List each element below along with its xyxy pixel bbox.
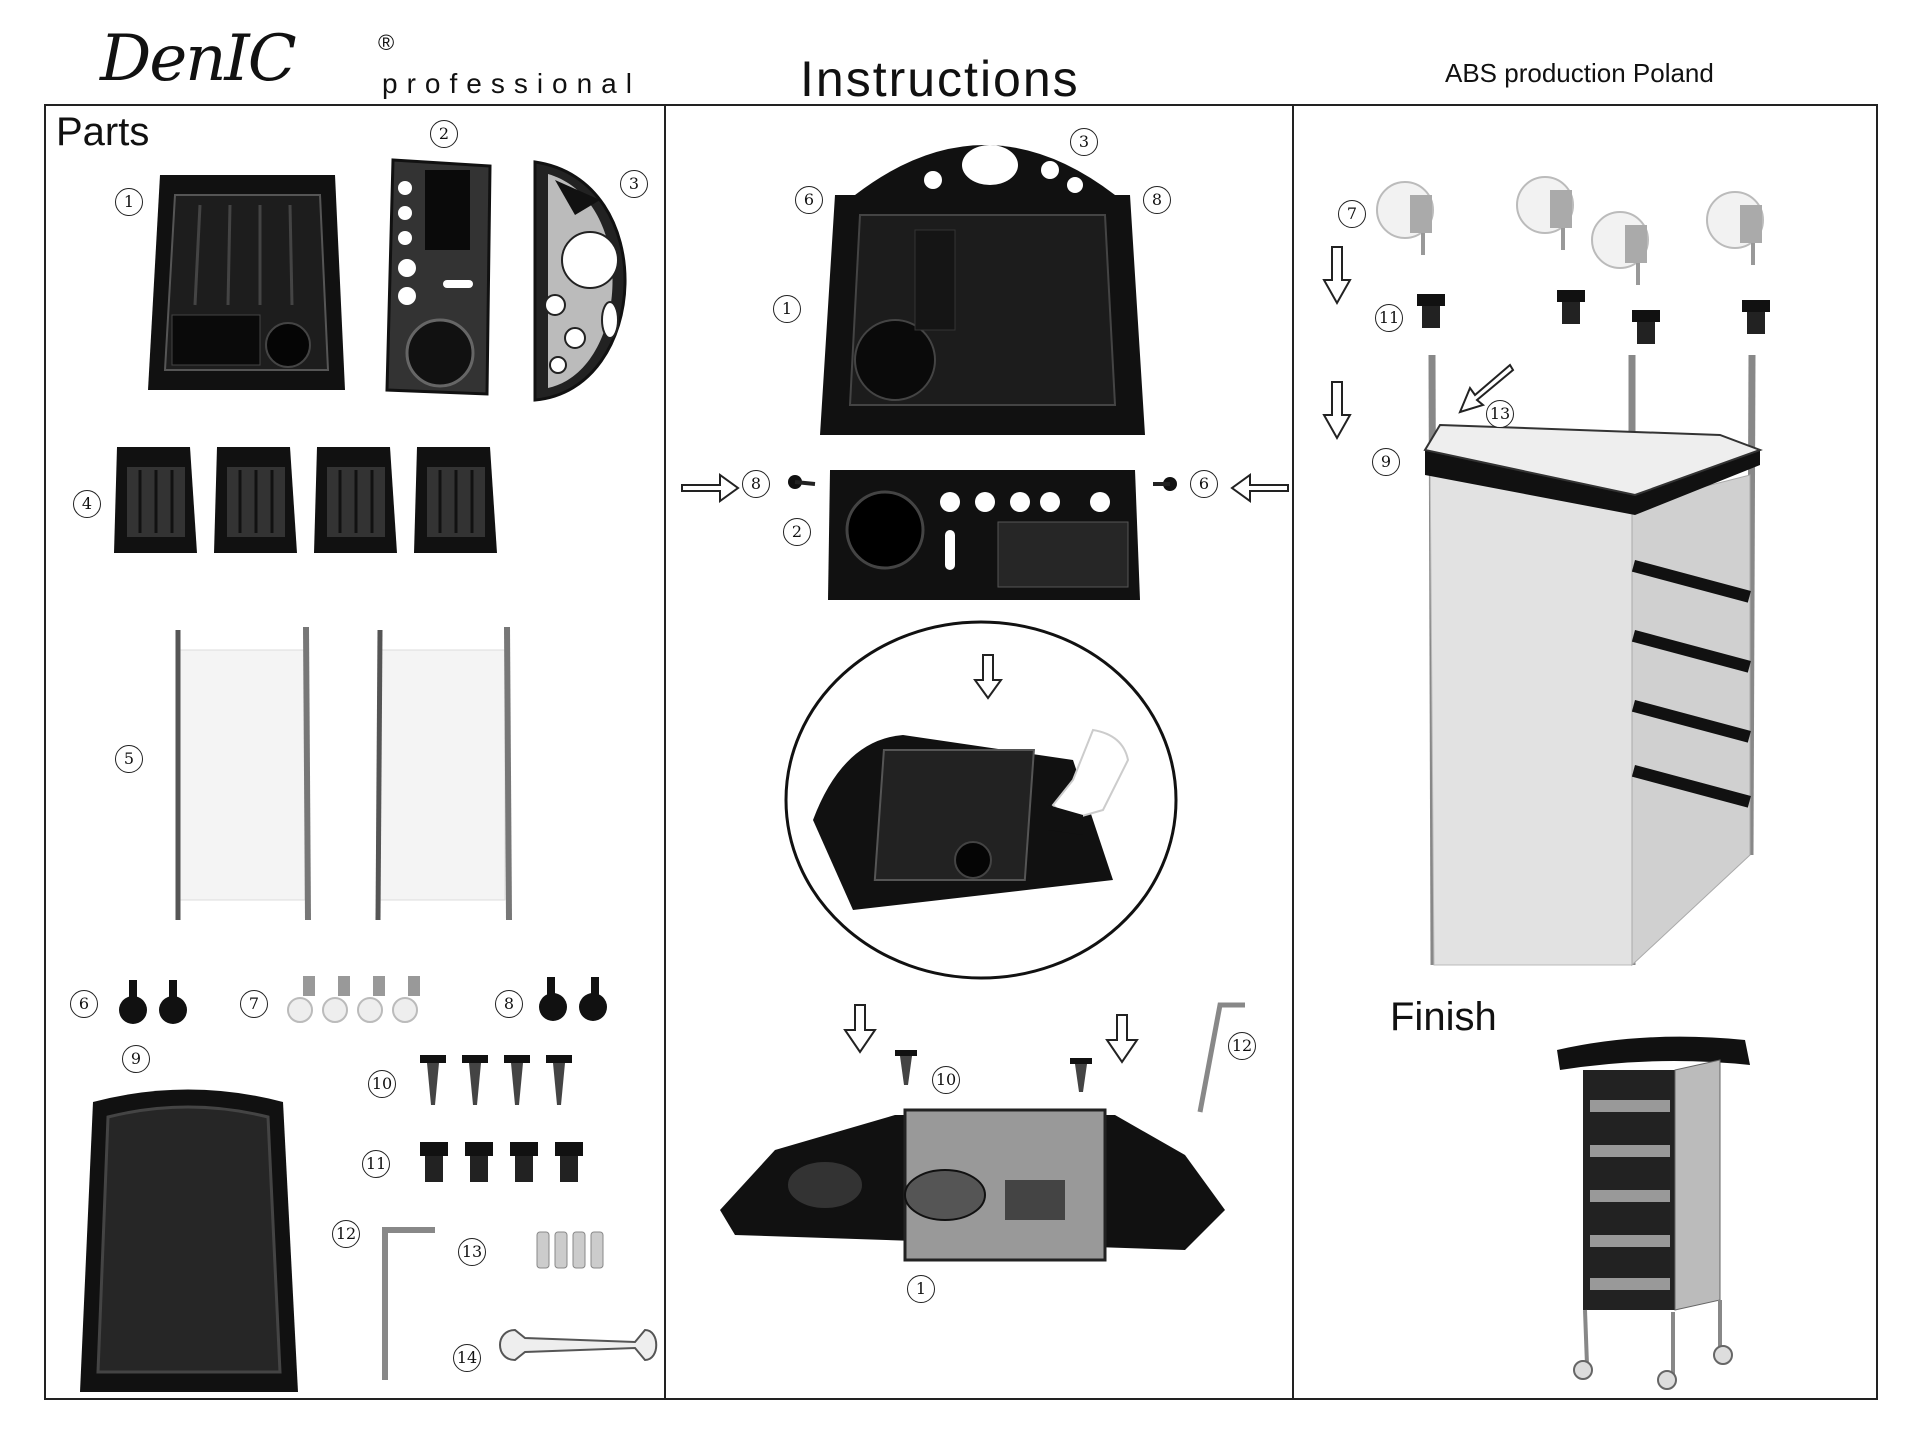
label-10: 10 (368, 1070, 396, 1098)
label-2: 2 (430, 120, 458, 148)
assembly-feet-illustration (1417, 290, 1770, 344)
label-9: 9 (122, 1045, 150, 1073)
assembly-label-13: 13 (1486, 400, 1514, 428)
label-14: 14 (453, 1344, 481, 1372)
assembly-label-11: 11 (1375, 304, 1403, 332)
assembly-casters-illustration (1376, 176, 1764, 285)
assembly-label-9: 9 (1372, 448, 1400, 476)
part-2-panel-illustration (385, 158, 492, 396)
assembly-label-7: 7 (1338, 200, 1366, 228)
part-5-sidepanels-illustration (175, 626, 512, 921)
part-9-toptray-illustration (80, 1089, 298, 1392)
label-5: 5 (115, 745, 143, 773)
finish-cabinet-illustration (1557, 1036, 1750, 1390)
page-subtitle: ABS production Poland (1445, 58, 1714, 88)
step-3-detail-illustration (784, 620, 1178, 980)
step-label-1b: 1 (907, 1275, 935, 1303)
step-label-8: 8 (1143, 186, 1171, 214)
finish-heading: Finish (1390, 995, 1497, 1039)
brand-word: professional (382, 68, 641, 99)
arrow-down-icon (1322, 381, 1352, 441)
step-4-base-assembly-illustration (720, 1004, 1225, 1262)
part-13-pins-illustration (536, 1231, 604, 1269)
part-10-screws-illustration (420, 1055, 572, 1105)
step-2-panel-assembly-illustration (681, 470, 1289, 600)
label-6: 6 (70, 990, 98, 1018)
step-label-3: 3 (1070, 128, 1098, 156)
part-14-wrench-illustration (499, 1328, 658, 1362)
label-4: 4 (73, 490, 101, 518)
assembly-cabinet-illustration (1423, 354, 1763, 967)
parts-heading: Parts (56, 110, 150, 154)
part-3-halfmoon-illustration (533, 160, 627, 402)
part-11-feet-illustration (420, 1142, 583, 1182)
arrow-diagonal-icon (1458, 363, 1515, 414)
arrow-down-icon (1322, 246, 1352, 306)
part-8-knobs-illustration (539, 977, 607, 1021)
part-1-tray-illustration (148, 175, 345, 390)
assembly-panel (1292, 104, 1878, 1400)
step-4-hexkey-illustration (1197, 1002, 1245, 1113)
label-1: 1 (115, 188, 143, 216)
part-6-knobs-illustration (119, 980, 187, 1024)
part-4-drawers-illustration (114, 447, 497, 553)
part-12-hexkey-illustration (382, 1227, 435, 1380)
label-3: 3 (620, 170, 648, 198)
step-label-2: 2 (783, 518, 811, 546)
step-label-1: 1 (773, 295, 801, 323)
label-8: 8 (495, 990, 523, 1018)
label-7: 7 (240, 990, 268, 1018)
step-1-tray-assembly-illustration (820, 145, 1145, 435)
step-label-12: 12 (1228, 1032, 1256, 1060)
part-7-casters-illustration (287, 976, 420, 1023)
step-label-6: 6 (795, 186, 823, 214)
step-label-10: 10 (932, 1066, 960, 1094)
brand-script: DenIC (100, 22, 297, 96)
step-label-6b: 6 (1190, 470, 1218, 498)
label-12: 12 (332, 1220, 360, 1248)
page-title: Instructions (800, 51, 1080, 107)
step-label-8b: 8 (742, 470, 770, 498)
label-11: 11 (362, 1150, 390, 1178)
registered-mark: ® (378, 30, 395, 55)
label-13: 13 (458, 1238, 486, 1266)
